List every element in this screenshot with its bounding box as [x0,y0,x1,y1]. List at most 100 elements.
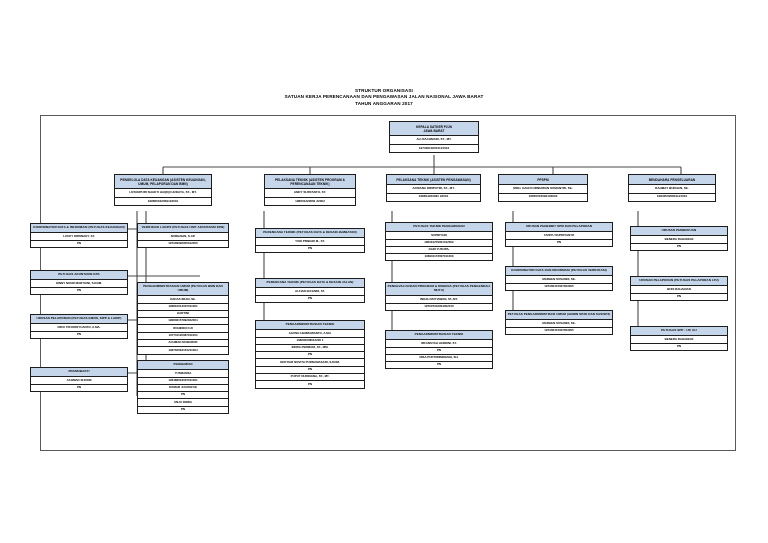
org-box-nip: PN [556,239,562,244]
org-box-name: HARTINI [138,311,228,319]
org-box-nip: 196806157992022004 [138,318,228,326]
org-box-name: ALFIAN EFFENDI, ST. [256,288,364,296]
title-line-1: STRUKTUR ORGANISASI [355,88,413,93]
org-box-name: MARHEN SUSANDI, SE. [506,276,612,284]
org-box-header: PELAKSANA TEKNIK (ASISTEN PROGRAM & PERE… [265,175,355,190]
org-box-name: YUDI PRIBADI M., ST. [256,238,364,246]
org-box-nip: PN [138,392,228,400]
org-box-column-perencana-teknik-1[interactable]: PERENCANA TEKNIK (PETUGAS DATA & DESAIN … [255,278,365,303]
org-box-header: KOORDINATOR DATA & INFORMASI (PETUGAS KE… [31,224,127,234]
org-box-name: UNJU INDRA [138,399,228,407]
org-box-name: GINNY NOOR MARTIANI, S.KOM. [31,280,127,288]
org-box-nip: 197607042004002010 [424,303,454,308]
org-box-header: VERIFIKASI LAKIP2 (PETUGAS UNIT AKUNTANS… [138,224,228,234]
title-line-3: TAHUN ANGGARAN 2017 [355,100,413,106]
org-box-column-verifikasi-umum-1[interactable]: PENGADMINISTRASIAN UMUM (PETUGAS BMN DAN… [137,282,229,355]
org-box-column-keuangan-0[interactable]: KOORDINATOR DATA & INFORMASI (PETUGAS KE… [30,223,128,248]
org-box-header: URUSAN PENERBIT SPM DAN PELAPORAN [506,223,612,233]
org-box-nip: PN [676,293,682,298]
org-box-name: ANDY SURYANTO, ST. [265,189,355,198]
org-box-nip: PN [256,352,364,360]
org-box-header: PELAKSANA TEKNIK (ASISTEN PENGAWASAN) [387,175,480,186]
org-box-name: ALI RACHMADI, ST., MT. [390,136,478,145]
org-box-nip: PN [386,348,492,355]
org-box-header: PENGADMINISTRASIAN TEKNIK [386,331,492,341]
org-box-nip: 196801012007011001 [138,304,228,311]
org-box[interactable]: PELAKSANA TEKNIK (ASISTEN PROGRAM & PERE… [264,174,356,207]
org-box-name: YUSMANSA [138,370,228,378]
org-box-name: TANIYU SUPRIYANTO [506,232,612,240]
org-box-name: RAHMAT BURHAN, SE. [629,185,715,194]
org-box-nip: 198604220081 22001 [418,194,449,199]
org-box-header: PENGEMUDI [138,361,228,371]
org-box-header: PETUGAS SPP - UP, GU [631,327,727,337]
org-box-column-keuangan-2[interactable]: URUSAN PELAPORAN (PETUGAS EMON, SIPP & L… [30,314,128,339]
org-box-name: NISA PURTIWININGSIH, SH. [386,355,492,363]
org-box-name: IRFANSYAH HARDINI, ST. [386,340,492,348]
org-box-name: ACHMAD MUBAROK [138,340,228,348]
org-box-header: PETUGAS AKUNTANSI KPA [31,271,127,281]
org-box-name: INDAH MUTIAWAN, ST.,MT. [386,296,492,304]
org-box-header: PRAMUBAKTI [31,368,127,378]
org-box-header: PENGELOLA DATA KEUANGAN (ASISTEN KEUANGA… [115,175,211,190]
org-box-header: URUSAN PEMBUKUAN [631,227,727,237]
org-box-nip: PN [76,287,82,292]
org-box-name: NURHAEIN, S.AP. [138,233,228,241]
org-box-name: DIKO TRI KRISYUANTO, A.MA. [31,324,127,332]
org-box-nip: 197409102001121004 [418,145,450,150]
org-box-nip: 198605042009122001 [147,198,179,203]
chart-title-block: STRUKTUR ORGANISASI SATUAN KERJA PERENCA… [0,88,768,107]
org-box-nip: PN [307,381,313,386]
title-line-2: SATUAN KERJA PERENCANAAN DAN PENGAWASAN … [284,94,484,100]
org-box-nip: 197306472007003005 [544,283,574,288]
org-box-nip: 198601220081 22002 [295,198,325,203]
org-box-column-verifikasi-umum-0[interactable]: VERIFIKASI LAKIP2 (PETUGAS UNIT AKUNTANS… [137,223,229,248]
org-box-name: LUCKY KRISNADY, ST. [31,233,127,241]
org-box-name: MARHEN SUSANDI, SE. [506,320,612,328]
org-box-nip: PN [676,343,682,348]
org-box[interactable]: PELAKSANA TEKNIK (ASISTEN PENGAWASAN)AFR… [386,174,481,203]
org-box-name: PUPUT NURDIANA, ST., MT. [256,374,364,382]
org-box-column-perencana-teknik-0[interactable]: PERENCANA TEKNIK (PETUGAS DATA & DESAIN … [255,228,365,253]
org-box-header: PPSPM [499,175,587,186]
org-box-name: DADI YUSUPA, [386,247,492,255]
org-box-nip: 197306472007003005 [544,327,574,332]
org-box-column-ppspm-1[interactable]: KOORDINATOR DATA DAN INFORMASI (PETUGAS … [505,266,613,291]
org-box-header: PERENCANA TEKNIK (PETUGAS DATA & DESAIN … [256,279,364,289]
org-box[interactable]: PENGELOLA DATA KEUANGAN (ASISTEN KEUANGA… [114,174,212,207]
org-box-nip: 198200008012200 1 [256,338,364,345]
org-box-header: PETUGAS TEKNIK PENGAWASAN [386,223,492,233]
org-box-name: BUDI RAHADIAN [631,286,727,294]
org-box-header: URUSAN PELAPORAN (PETUGAS PELAPORAN LPJ) [631,277,727,287]
org-box-name: AFRIANA DWIPUTRI, ST., MT. [387,185,480,194]
org-box-header: KOORDINATOR DATA DAN INFORMASI (PETUGAS … [506,267,612,277]
org-box-column-pengawasan-1[interactable]: PENGEVALUASIAN PROGRAM & KINERJA (PETUGA… [385,282,493,311]
org-box-name: ROHIDIN FUJI [138,325,228,333]
org-box-nip: PN [676,243,682,248]
org-box-nip: 196702092161211004 [168,347,198,352]
org-box-header: PENGADMINISTRASIAN TEKNIK [256,321,364,331]
org-box-name: NOFTIAR NOVITA PURNAMASARI, S.KOM. [256,359,364,367]
org-box-nip: 196310279001012002 [386,240,492,247]
org-box-header: URUSAN PELAPORAN (PETUGAS EMON, SIPP & L… [31,315,127,325]
org-box-name: BENERA RAHADIAN [631,336,727,344]
org-box-nip: 19650516092103002 [528,194,558,199]
org-box-header: PENGEVALUASIAN PROGRAM & KINERJA (PETUGA… [386,283,492,297]
org-box-header: PERENCANA TEKNIK (PETUGAS DATA & DESAIN … [256,229,364,239]
org-box-column-bendahara-1[interactable]: URUSAN PELAPORAN (PETUGAS PELAPORAN LPJ)… [630,276,728,301]
org-box-name: KOMAR JULROZAK [138,385,228,393]
org-box-column-ppspm-2[interactable]: PETUGAS PENGADMINISTRASI UMUM (ADMIN SP2… [505,310,613,335]
